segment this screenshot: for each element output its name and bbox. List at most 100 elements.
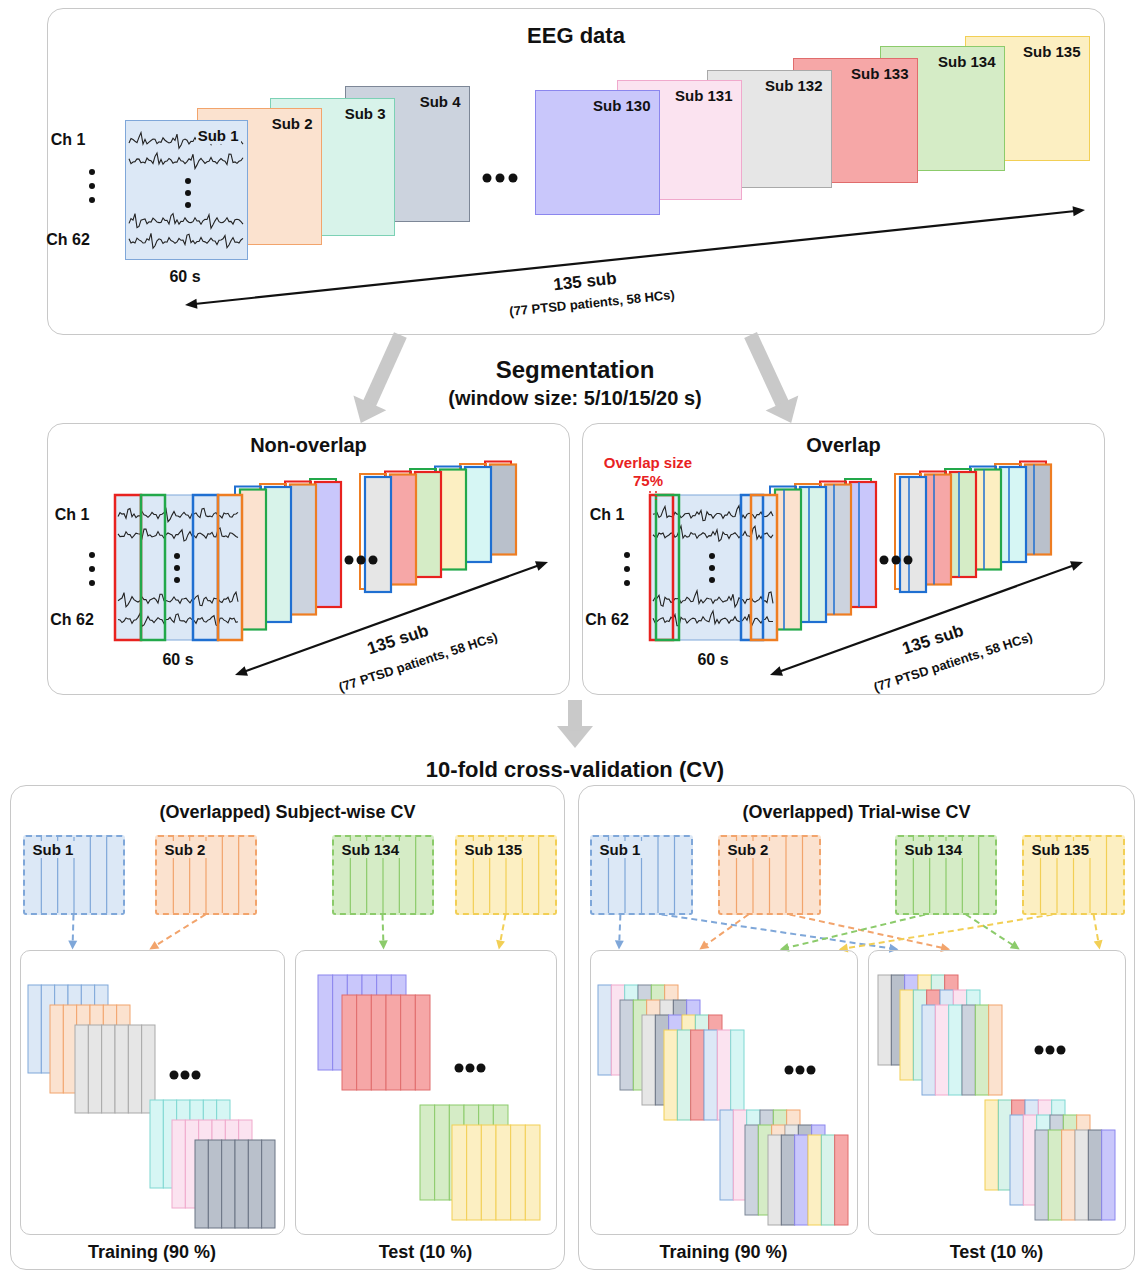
trial-stripe: [821, 1135, 834, 1225]
subject-slab: [240, 490, 266, 630]
label-anchor: Ch 1: [51, 131, 86, 149]
annotation-label: (77 PTSD patients, 58 HCs): [509, 287, 676, 319]
subject-slab: [365, 477, 391, 592]
connector-line: [787, 915, 925, 948]
label-anchor: Ch 62: [585, 611, 629, 629]
split-box: Training (90 %): [20, 950, 285, 1235]
trial-stripe: [420, 1105, 435, 1200]
ellipsis-dot: [185, 202, 191, 208]
subject-label: Sub 130: [591, 97, 653, 114]
split-box: Test (10 %): [868, 950, 1126, 1235]
annotation-label: Ch 62: [585, 611, 629, 629]
ellipsis-dot: [369, 556, 378, 565]
window-frame: [193, 495, 218, 640]
subject-label: Sub 131: [673, 87, 735, 104]
ellipsis-dot: [185, 178, 191, 184]
subject-label: Sub 135: [462, 841, 526, 858]
subject-slab: [1000, 467, 1026, 562]
trial-stripe: [878, 975, 891, 1065]
split-label: Test (10 %): [869, 1242, 1125, 1263]
connector-line: [846, 915, 1053, 949]
ellipsis-dot: [709, 553, 715, 559]
split-label: Training (90 %): [21, 1242, 284, 1263]
trial-divider: [221, 837, 222, 913]
split-box: Test (10 %): [295, 950, 557, 1235]
trial-stripe: [768, 1135, 781, 1225]
ellipsis-dot: [477, 1064, 486, 1073]
subject-label: Sub 1: [196, 127, 241, 144]
overlap-marker: [655, 491, 657, 500]
ellipsis-dot: [89, 580, 95, 586]
window-frame: [656, 495, 679, 640]
trial-stripe: [525, 1125, 540, 1220]
trial-stripe: [691, 1030, 704, 1120]
trial-stripe: [342, 995, 357, 1090]
window-edge: [908, 477, 910, 592]
window-frame: [218, 495, 242, 640]
trial-stripe: [195, 1140, 208, 1228]
connector-line: [72, 915, 75, 943]
label-anchor: 75%: [633, 472, 663, 489]
trial-divider: [657, 837, 658, 913]
window-edge: [1008, 467, 1010, 562]
subject-label: Sub 2: [725, 841, 772, 858]
subject-fold-box: Sub 135: [455, 835, 557, 915]
trial-stripe: [357, 995, 372, 1090]
ellipsis-dot: [174, 565, 180, 571]
eeg-trace: [129, 153, 243, 168]
trial-divider: [673, 837, 674, 913]
trial-stripe: [75, 1025, 88, 1113]
connector-line: [368, 335, 400, 407]
trial-stripe: [222, 1140, 235, 1228]
subject-fold-box: Sub 134: [332, 835, 434, 915]
subject-record: Sub 130: [535, 90, 660, 215]
arrowhead: [496, 940, 505, 950]
assignment-arrow: [790, 915, 950, 952]
connector-line: [500, 915, 505, 943]
subject-fold-box: Sub 2: [155, 835, 257, 915]
connector-line: [155, 915, 205, 946]
trial-stripe: [620, 1000, 633, 1090]
ellipsis-dot: [624, 580, 630, 586]
trial-stripe: [795, 1135, 808, 1225]
label-anchor: (window size: 5/10/15/20 s): [448, 387, 701, 410]
subject-label: Sub 2: [270, 115, 315, 132]
ellipsis-dot: [892, 556, 901, 565]
ellipsis-dot: [624, 552, 630, 558]
window-frame: [141, 495, 165, 640]
trial-stripe: [598, 985, 611, 1075]
section-heading: 10-fold cross-validation (CV): [426, 757, 724, 783]
subject-slab: [950, 472, 976, 577]
ellipsis-dot: [496, 174, 505, 183]
trial-stripe: [1035, 1130, 1048, 1220]
subject-label: Sub 3: [343, 105, 388, 122]
trial-stripe: [150, 1100, 163, 1188]
ellipsis-dot: [89, 197, 95, 203]
assignment-arrow: [68, 915, 77, 950]
annotation-label: Overlap size: [604, 454, 692, 471]
ellipsis-dot: [174, 577, 180, 583]
trial-stripe: [467, 1125, 482, 1220]
trial-divider: [106, 837, 107, 913]
trial-stripe: [435, 1105, 450, 1200]
trial-stripe: [235, 1140, 248, 1228]
arrowhead: [68, 940, 77, 949]
arrowhead: [889, 944, 899, 953]
connector-line: [382, 915, 385, 943]
subject-slab: [390, 475, 416, 585]
trial-stripe: [386, 995, 401, 1090]
subject-label: Sub 133: [849, 65, 911, 82]
connector-line: [966, 915, 1014, 946]
trial-stripe: [401, 995, 416, 1090]
connector-line: [790, 915, 943, 948]
trial-stripe: [1062, 1130, 1075, 1220]
window-edge: [833, 485, 835, 615]
ellipsis-dot: [904, 556, 913, 565]
window-edge: [933, 475, 935, 585]
ellipsis-dot: [174, 553, 180, 559]
split-box: Training (90 %): [590, 950, 858, 1235]
trial-stripe: [511, 1125, 526, 1220]
panel-box: (Overlapped) Trial-wise CVSub 1Sub 2Sub …: [578, 785, 1135, 1270]
annotation-label: 60 s: [162, 651, 193, 669]
